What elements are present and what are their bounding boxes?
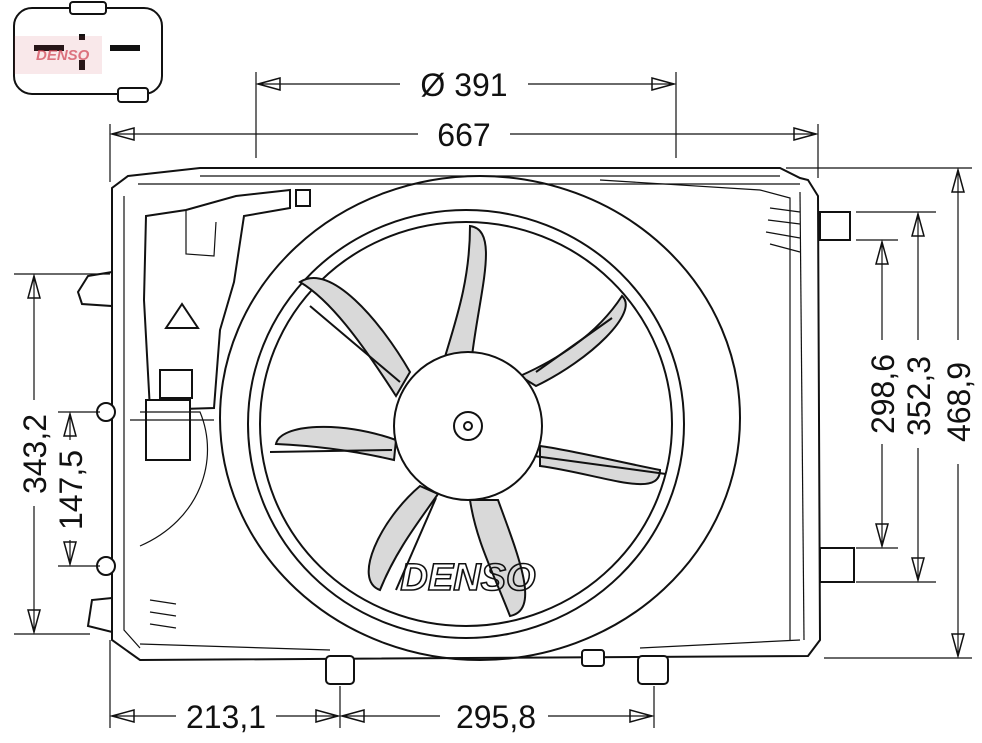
dimension-mount-spacing: 295,8 <box>339 686 655 735</box>
dimension-overall-width: 667 <box>109 117 819 182</box>
fan-diameter-label: Ø 391 <box>420 67 507 103</box>
left-height-outer-label: 343,2 <box>17 414 53 494</box>
dimension-left-height-inner: 147,5 <box>53 411 100 567</box>
denso-logo: DENSO <box>400 556 537 600</box>
mount-spacing-label: 295,8 <box>456 699 536 735</box>
fan-hub <box>393 351 543 501</box>
connector-plug-icon: DENSO <box>13 1 163 103</box>
dimension-left-height-outer: 343,2 <box>14 273 110 635</box>
overall-width-label: 667 <box>437 117 490 153</box>
left-height-inner-label: 147,5 <box>53 450 89 530</box>
dimension-right-height-2: 352,3 <box>856 211 937 583</box>
fan-blades <box>269 224 667 618</box>
right-height-total-label: 468,9 <box>941 362 977 442</box>
dimension-fan-diameter: Ø 391 <box>255 67 677 158</box>
dimension-right-height-1: 298,6 <box>856 239 901 549</box>
stamp-logo: DENSO <box>36 47 90 64</box>
fan-ring <box>219 175 741 661</box>
denso-logo-text: DENSO <box>400 557 535 599</box>
right-height-1-label: 298,6 <box>865 354 901 434</box>
right-height-2-label: 352,3 <box>901 356 937 436</box>
left-offset-label: 213,1 <box>186 699 266 735</box>
dimension-right-height-total: 468,9 <box>786 167 977 659</box>
dimension-left-offset: 213,1 <box>109 640 341 735</box>
